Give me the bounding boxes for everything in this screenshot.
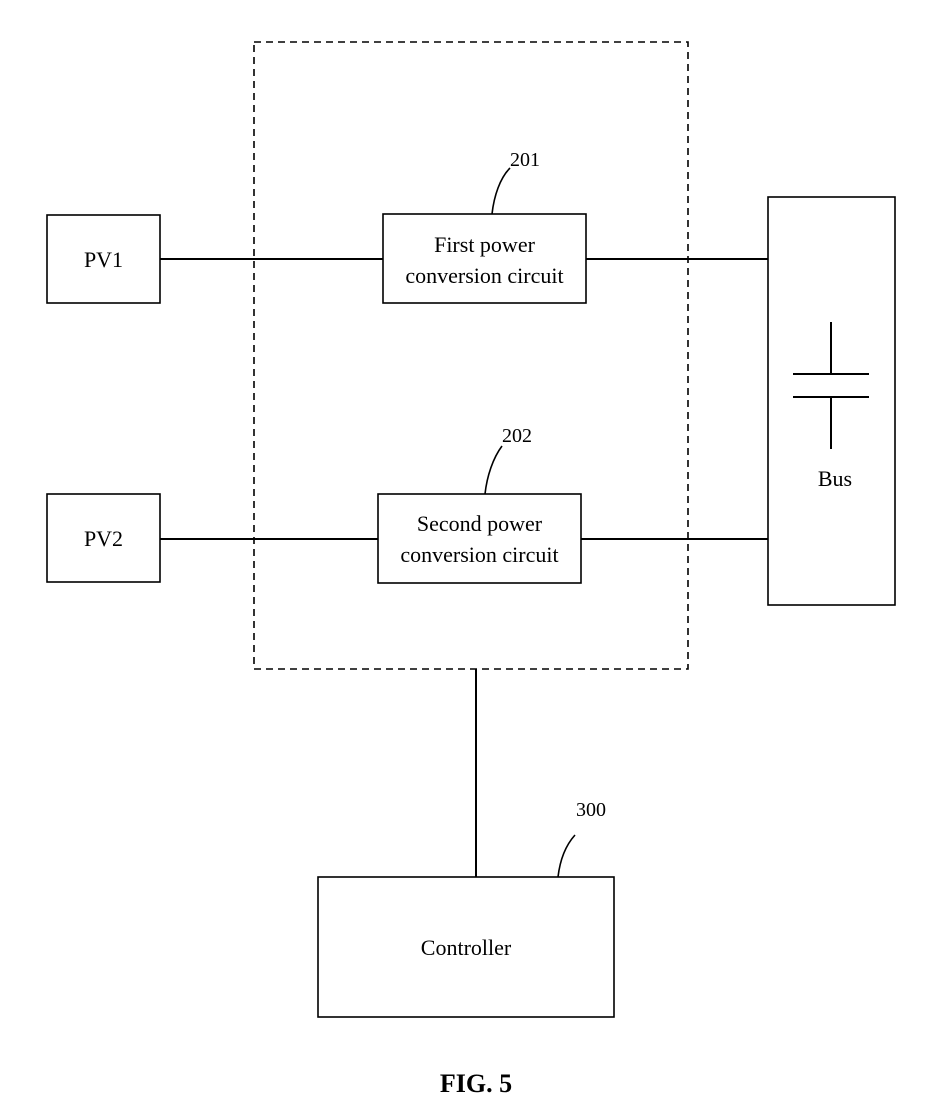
- second-circuit-label-line1: Second power: [417, 511, 543, 536]
- first-circuit-ref-leader: [492, 168, 510, 214]
- second-circuit-box: [378, 494, 581, 583]
- first-power-conversion-circuit: First power conversion circuit 201: [383, 149, 586, 303]
- pv2-label: PV2: [84, 526, 123, 551]
- bus-label: Bus: [818, 466, 852, 491]
- controller-ref-leader: [558, 835, 575, 877]
- pv1-label: PV1: [84, 247, 123, 272]
- second-circuit-ref-number: 202: [502, 425, 532, 447]
- controller-ref-number: 300: [576, 799, 606, 821]
- second-power-conversion-circuit: Second power conversion circuit 202: [378, 425, 581, 583]
- second-circuit-label-line2: conversion circuit: [400, 542, 558, 567]
- second-circuit-ref-leader: [485, 446, 502, 494]
- first-circuit-label-line1: First power: [434, 232, 536, 257]
- pv2-block: PV2: [47, 494, 160, 582]
- figure-caption: FIG. 5: [440, 1069, 512, 1098]
- pv1-block: PV1: [47, 215, 160, 303]
- first-circuit-label-line2: conversion circuit: [405, 263, 563, 288]
- first-circuit-ref-number: 201: [510, 149, 540, 171]
- controller-label: Controller: [421, 935, 512, 960]
- bus-block: Bus: [768, 197, 895, 605]
- first-circuit-box: [383, 214, 586, 303]
- controller-block: Controller 300: [318, 799, 614, 1017]
